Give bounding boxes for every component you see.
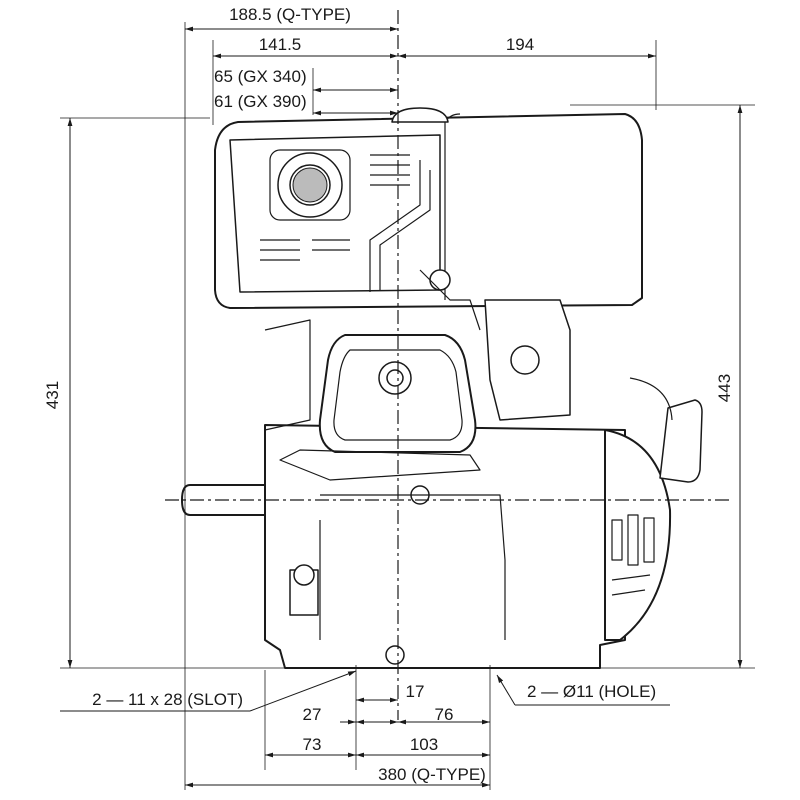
- dim-73: 73: [303, 735, 322, 754]
- dim-431: 431: [43, 381, 62, 409]
- crankcase: [264, 424, 626, 669]
- extension-lines: [60, 22, 755, 790]
- slot-callout: 2 — 11 x 28 (SLOT): [92, 690, 243, 709]
- engine-body: [181, 107, 703, 669]
- dim-141-5: 141.5: [259, 35, 302, 54]
- dim-65-gx340: 65 (GX 340): [214, 67, 307, 86]
- center-lines: [165, 10, 730, 720]
- hole-callout: 2 — Ø11 (HOLE): [527, 682, 656, 701]
- starter-handle: [659, 399, 703, 483]
- fuel-cap: [391, 107, 449, 123]
- air-cleaner-louvers: [260, 154, 410, 261]
- dim-17: 17: [406, 682, 425, 701]
- dim-27: 27: [303, 705, 322, 724]
- starter-vents: [611, 514, 655, 596]
- drain-bolt: [385, 645, 405, 665]
- dim-76: 76: [435, 705, 454, 724]
- dim-443: 443: [715, 374, 734, 402]
- dim-380-q-type: 380 (Q-TYPE): [378, 765, 486, 784]
- dimension-labels: 188.5 (Q-TYPE) 141.5 194 65 (GX 340) 61 …: [43, 5, 734, 784]
- dim-103: 103: [410, 735, 438, 754]
- dim-61-gx390: 61 (GX 390): [214, 92, 307, 111]
- dim-188-5-q-type: 188.5 (Q-TYPE): [229, 5, 351, 24]
- dim-194: 194: [506, 35, 534, 54]
- dimension-lines: [60, 26, 743, 788]
